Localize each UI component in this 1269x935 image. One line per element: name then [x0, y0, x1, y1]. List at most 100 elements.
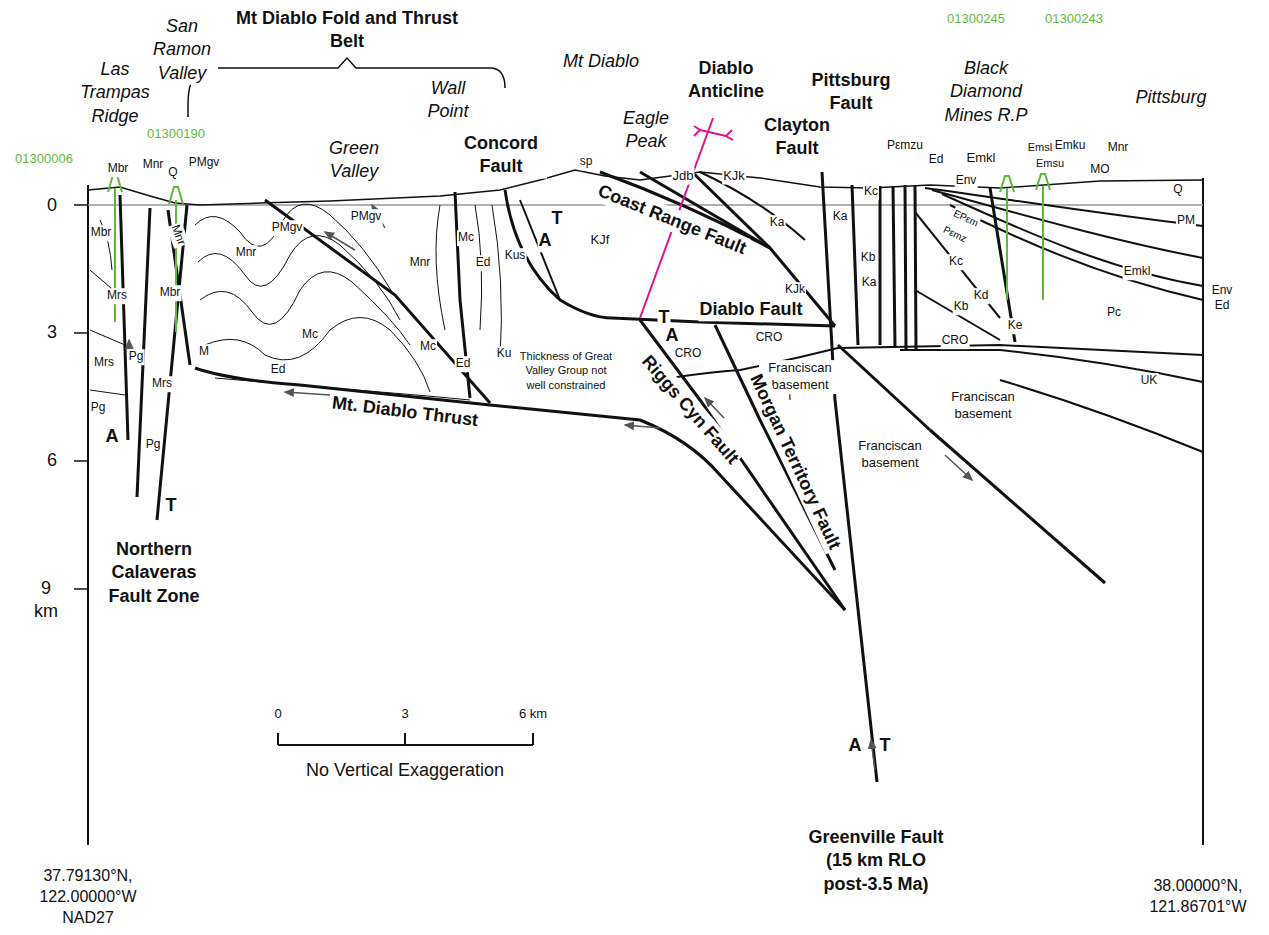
section-label: PMgv	[271, 220, 304, 236]
section-label: Ed	[455, 356, 472, 372]
section-label: Mc	[301, 327, 319, 343]
section-label: 0	[273, 706, 282, 723]
section-label: Q	[1172, 182, 1183, 198]
section-label: T	[879, 734, 892, 757]
section-label: Emsl	[1027, 140, 1053, 154]
section-label: KJk	[784, 282, 806, 298]
section-label: Black Diamond Mines R.P	[935, 57, 1037, 127]
section-label: Mt Diablo	[562, 50, 640, 73]
section-label: Jdb	[672, 168, 695, 185]
section-label: Mbr	[107, 161, 130, 177]
section-label: Pg	[90, 400, 107, 416]
section-label: Ke	[1007, 318, 1024, 334]
section-label: T	[551, 207, 564, 230]
section-label: 38.00000°N, 121.86701°W	[1137, 876, 1259, 918]
section-label: Kb	[860, 250, 877, 266]
section-label: Mbr	[90, 225, 113, 241]
section-label: UK	[1140, 373, 1159, 389]
section-label: Eagle Peak	[615, 107, 677, 154]
section-label: 01300245	[946, 11, 1006, 28]
section-label: Franciscan basement	[942, 389, 1024, 423]
section-label: Kd	[973, 288, 990, 304]
section-label: A	[538, 229, 553, 252]
section-label: Mnr	[1107, 140, 1130, 156]
section-label: PM	[1176, 213, 1196, 229]
section-label: Mt Diablo Fold and Thrust Belt	[221, 7, 473, 54]
section-label: CRO	[941, 333, 970, 349]
section-label: Pc	[1106, 305, 1122, 321]
section-label: PMgv	[350, 209, 383, 225]
section-label: Emkl	[1123, 264, 1152, 280]
section-label: 37.79130°N, 122.00000°W NAD27	[25, 866, 152, 928]
section-label: A	[105, 425, 120, 448]
section-label: Ed	[928, 152, 945, 168]
section-label: Pittsburg Fault	[805, 69, 897, 116]
section-label: Ka	[769, 215, 786, 231]
section-label: A	[665, 324, 680, 347]
section-label: Kc	[863, 184, 879, 200]
section-label: Env	[955, 173, 978, 189]
section-label: 0	[46, 194, 58, 217]
section-label: 3	[400, 706, 409, 723]
section-label: 6	[46, 449, 58, 472]
section-label: Pg	[128, 349, 145, 365]
section-label: Ku	[496, 346, 513, 362]
section-label: Coast Range Fault	[593, 179, 750, 261]
section-label: Emkl	[966, 150, 997, 167]
section-label: Mt. Diablo Thrust	[330, 391, 481, 432]
section-label: No Vertical Exaggeration	[305, 759, 505, 782]
section-label: Env	[1211, 283, 1234, 299]
section-label: Mnr	[409, 255, 432, 271]
section-label: Mc	[419, 339, 437, 355]
section-label: Kus	[504, 248, 527, 264]
section-label: Green Valley	[318, 137, 390, 184]
section-label: Concord Fault	[455, 132, 547, 179]
section-label: Kc	[948, 254, 964, 270]
section-label: Mbr	[159, 285, 182, 301]
section-label: Greenville Fault (15 km RLO post-3.5 Ma)	[805, 826, 947, 896]
section-label: T	[165, 494, 178, 517]
section-label: 01300006	[14, 151, 74, 168]
section-label: Mrs	[151, 376, 173, 392]
section-label: Diablo Fault	[699, 298, 804, 321]
section-label: 6 km	[518, 706, 548, 723]
section-label: Las Trampas Ridge	[74, 58, 156, 128]
section-label: 01300190	[146, 126, 206, 143]
section-label: Pεmz	[940, 223, 969, 246]
section-label: Pittsburg	[1134, 86, 1207, 109]
section-label: Wall Point	[417, 77, 479, 124]
section-label: Pg	[145, 437, 162, 453]
section-label: Mnr	[142, 157, 165, 173]
section-label: Ed	[475, 255, 492, 271]
section-label: CRO	[755, 330, 784, 346]
section-label: Ed	[270, 362, 287, 378]
section-label: MO	[1089, 162, 1110, 178]
section-label: Mrs	[106, 288, 128, 304]
section-label: KJf	[590, 232, 611, 249]
section-label: Diablo Anticline	[680, 57, 772, 104]
section-label: Emku	[1054, 138, 1087, 154]
section-label: Riggs Cyn Fault	[636, 350, 745, 470]
section-label: Mrs	[93, 355, 115, 371]
section-label: San Ramon Valley	[146, 15, 218, 85]
section-label: Ka	[861, 275, 878, 291]
section-label: Morgan Territory Fault	[744, 370, 847, 555]
section-label: Emsu	[1035, 156, 1065, 170]
section-label: Pεmzu	[886, 138, 924, 154]
section-label: 3	[46, 321, 58, 344]
section-label: KJk	[722, 168, 746, 185]
section-label: Northern Calaveras Fault Zone	[98, 538, 210, 608]
section-label: CRO	[674, 346, 703, 362]
section-label: Ka	[832, 209, 849, 225]
section-label: Mc	[457, 230, 475, 246]
section-label: Mnr	[167, 222, 189, 249]
section-label: Q	[167, 165, 178, 181]
section-label: sp	[579, 154, 594, 170]
section-label: 9 km	[28, 577, 64, 624]
section-label: Clayton Fault	[756, 114, 838, 161]
section-label: Franciscan basement	[849, 438, 931, 472]
section-label: 01300243	[1044, 11, 1104, 28]
section-label: Kb	[953, 299, 970, 315]
section-label: M	[198, 344, 210, 360]
